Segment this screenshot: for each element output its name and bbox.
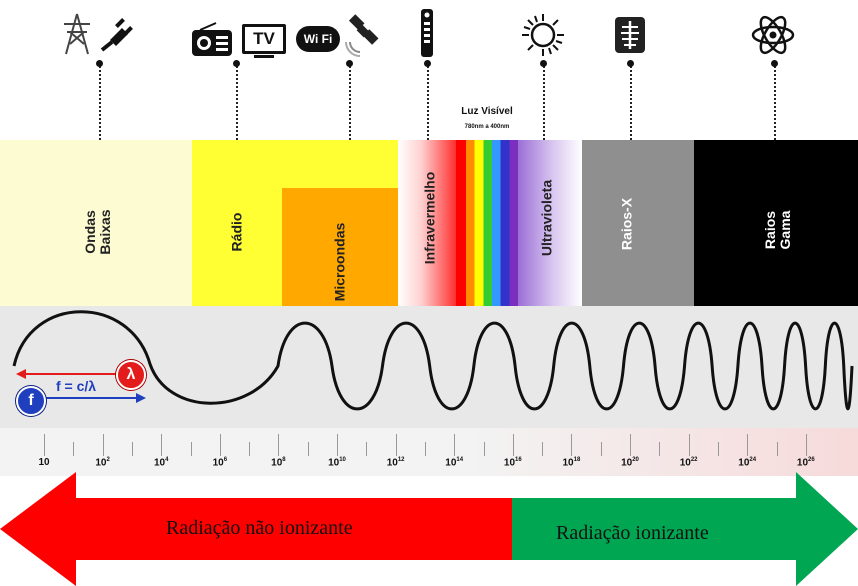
wavelength-arrows [16, 369, 146, 403]
non-ionizing-label: Radiação não ionizante [166, 517, 353, 539]
label-ultravioleta: Ultravioleta [538, 179, 555, 257]
power-tower-icon [64, 13, 90, 55]
leader-line [427, 62, 429, 140]
minor-tick [542, 442, 544, 456]
minor-tick [131, 442, 133, 456]
major-tick [219, 434, 221, 456]
ionization-arrows [0, 472, 858, 586]
leader-dot [233, 60, 240, 67]
label-ondas-baixas: Ondas Baixas [82, 209, 113, 255]
non-ionizing-arrow [0, 472, 512, 586]
major-tick [688, 434, 690, 456]
label-infravermelho: Infravermelho [421, 171, 438, 265]
band-microondas [282, 188, 398, 306]
major-tick [571, 434, 573, 456]
axis-band [0, 428, 858, 476]
minor-tick [73, 442, 75, 456]
band-ultravioleta [518, 140, 582, 306]
wave-line [12, 310, 854, 411]
leader-dot [627, 60, 634, 67]
major-tick [805, 434, 807, 456]
minor-tick [366, 442, 368, 456]
frequency-badge: f [16, 386, 46, 416]
leader-line [236, 62, 238, 140]
frequency-symbol: f [28, 392, 34, 409]
label-microondas: Microondas [331, 222, 348, 302]
leader-line [349, 62, 351, 188]
xray-icon [615, 17, 645, 53]
ionizing-label: Radiação ionizante [556, 522, 709, 544]
major-tick [102, 434, 104, 456]
band-raios-x [582, 140, 694, 306]
minor-tick [717, 442, 719, 456]
band-luz-visivel [456, 140, 518, 306]
wave-svg [12, 310, 854, 411]
minor-tick [776, 442, 778, 456]
major-tick [44, 434, 45, 456]
sun-icon [522, 14, 564, 56]
major-tick [454, 434, 456, 456]
formula-text: f = c/λ [56, 378, 97, 394]
major-tick [337, 434, 338, 456]
tv-icon: TV [242, 24, 286, 58]
major-tick [278, 434, 280, 456]
lambda-symbol: λ [126, 366, 136, 383]
minor-tick [483, 442, 485, 456]
band-raios-gama [694, 140, 858, 306]
leader-dot [540, 60, 547, 67]
ionizing-arrow [512, 472, 858, 586]
wifi-label: Wi Fi [303, 32, 333, 46]
leader-dot [346, 60, 353, 67]
minor-tick [190, 442, 192, 456]
major-tick [395, 434, 397, 456]
lambda-badge: λ [116, 360, 146, 390]
minor-tick [659, 442, 661, 456]
band-infravermelho [398, 140, 456, 306]
minor-tick [249, 442, 251, 456]
minor-tick [424, 442, 426, 456]
leader-line [543, 62, 545, 140]
leader-line [630, 62, 632, 140]
label-luz-visivel-range: 780nm a 400nm [464, 124, 510, 130]
leader-dot [96, 60, 103, 67]
label-radio: Rádio [228, 212, 245, 252]
major-tick [161, 434, 163, 456]
leader-dot [771, 60, 778, 67]
radio-icon [192, 22, 232, 56]
atom-icon [751, 15, 795, 55]
leader-dot [424, 60, 431, 67]
leader-line [99, 62, 101, 140]
major-tick [630, 434, 631, 456]
tv-label: TV [242, 24, 286, 54]
major-tick [512, 434, 514, 456]
plug-icon [100, 18, 133, 52]
wifi-icon: Wi Fi [296, 26, 340, 52]
label-raios-gama: Raios Gama [762, 210, 793, 250]
minor-tick [307, 442, 309, 456]
leader-line [774, 62, 776, 140]
major-tick [747, 434, 749, 456]
axis-ticks [0, 428, 858, 456]
remote-control-icon [421, 9, 433, 57]
label-raios-x: Raios-X [618, 197, 635, 251]
satellite-icon [345, 14, 379, 57]
minor-tick [600, 442, 602, 456]
band-ondas-baixas [0, 140, 192, 306]
label-luz-visivel: Luz Visível [461, 106, 513, 117]
